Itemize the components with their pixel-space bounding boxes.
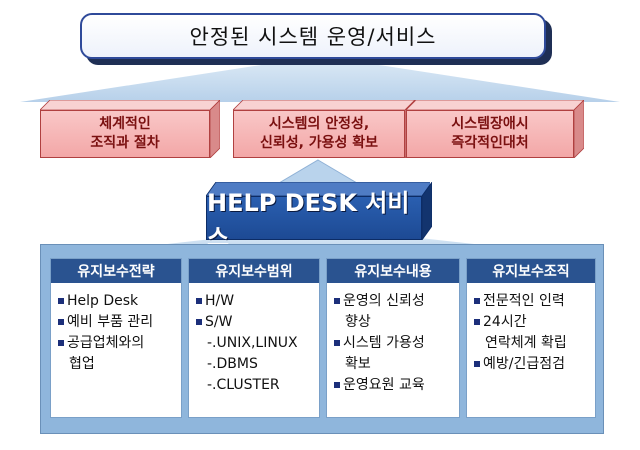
bullet-icon: [57, 312, 67, 333]
banner-title: 안정된 시스템 운영/서비스: [80, 13, 546, 59]
list-item: 연락체계 확립: [485, 335, 567, 351]
list-item: 예방/긴급점검: [473, 354, 591, 375]
list-item: S/W: [195, 312, 315, 333]
bullet-icon: [473, 354, 483, 375]
helpdesk-top-face: [206, 182, 430, 196]
list-item: 운영의 신뢰성: [333, 291, 455, 312]
list-item: 향상: [345, 314, 371, 330]
list-item: -.CLUSTER: [207, 377, 280, 393]
list-item: 전문적인 인력: [473, 291, 591, 312]
list-item: Help Desk: [57, 291, 177, 312]
bullet-icon: [473, 312, 483, 333]
bullet-icon: [57, 291, 67, 312]
goal-line2: 즉각적인대처: [451, 135, 529, 151]
bullet-icon: [333, 291, 343, 312]
list-item: 시스템 가용성: [333, 333, 455, 354]
goal-line1: 시스템의 안정성,: [268, 116, 370, 132]
helpdesk-title: HELP DESK 서비스: [206, 189, 422, 252]
list-item: H/W: [195, 291, 315, 312]
column-scope: 유지보수범위 H/W S/W -.UNIX,LINUX -.DBMS -.CLU…: [188, 258, 320, 418]
column-header: 유지보수내용: [327, 259, 459, 283]
goal-box-stability: 시스템의 안정성, 신뢰성, 가용성 확보: [233, 100, 415, 158]
list-item: 예비 부품 관리: [57, 312, 177, 333]
column-header: 유지보수조직: [467, 259, 595, 283]
list-item: -.DBMS: [207, 356, 258, 372]
goal-box-organization: 체계적인 조직과 절차: [40, 100, 220, 158]
list-item: 공급업체와의: [57, 333, 177, 354]
bullet-icon: [333, 375, 343, 396]
list-item: -.UNIX,LINUX: [207, 335, 298, 351]
column-strategy: 유지보수전략 Help Desk 예비 부품 관리 공급업체와의 협업: [50, 258, 182, 418]
column-header: 유지보수전략: [51, 259, 181, 283]
helpdesk-side-face: [422, 182, 432, 240]
bullet-icon: [473, 291, 483, 312]
bullet-icon: [195, 291, 205, 312]
bullet-icon: [57, 333, 67, 354]
goal-line1: 시스템장애시: [451, 116, 529, 132]
list-item: 24시간: [473, 312, 591, 333]
list-item: 운영요원 교육: [333, 375, 455, 396]
column-header: 유지보수범위: [189, 259, 319, 283]
column-organization: 유지보수조직 전문적인 인력 24시간 연락체계 확립 예방/긴급점검: [466, 258, 596, 418]
goal-line1: 체계적인: [99, 116, 151, 132]
column-content: 유지보수내용 운영의 신뢰성 향상 시스템 가용성 확보 운영요원 교육: [326, 258, 460, 418]
goal-box-failure: 시스템장애시 즉각적인대처: [406, 100, 584, 158]
list-item: 협업: [69, 356, 95, 372]
bullet-icon: [333, 333, 343, 354]
bullet-icon: [195, 312, 205, 333]
list-item: 확보: [345, 356, 371, 372]
goal-line2: 조직과 절차: [90, 135, 160, 151]
goal-line2: 신뢰성, 가용성 확보: [259, 135, 379, 151]
